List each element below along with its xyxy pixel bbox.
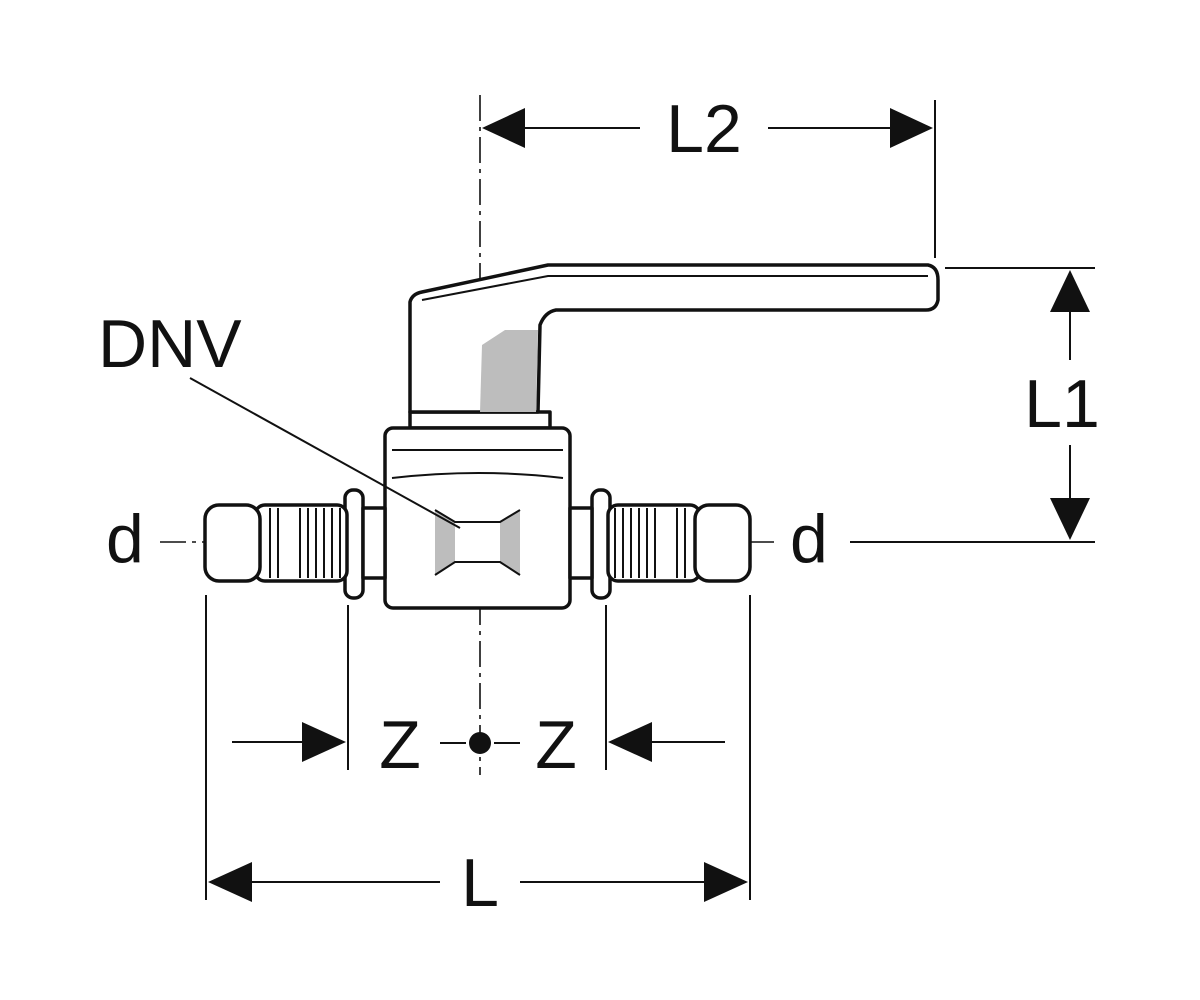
l2-arrow-right	[890, 108, 933, 148]
label-d-right: d	[790, 501, 828, 577]
l1-arrow-bottom	[1050, 498, 1090, 540]
housing-flat-face	[391, 472, 564, 479]
stem-collar	[408, 410, 552, 430]
handle-edge	[421, 275, 928, 301]
dimension-l1: L1	[850, 267, 1100, 543]
z-arrow-left	[302, 722, 346, 762]
l1-arrow-top	[1050, 270, 1090, 312]
label-l2: L2	[666, 91, 742, 167]
lower-extension-lines	[205, 595, 751, 900]
z-arrow-right	[608, 722, 652, 762]
handle-lever	[408, 263, 940, 414]
right-knurl	[614, 508, 686, 578]
dimension-l: L	[208, 845, 748, 921]
left-pipe-end	[203, 503, 262, 583]
center-point	[469, 732, 491, 754]
handle-shading	[480, 330, 538, 412]
dnv-callout: DNV	[98, 306, 461, 529]
l-arrow-left	[208, 862, 252, 902]
bore-shading-right	[500, 510, 520, 575]
right-connector	[568, 488, 752, 600]
valve-housing	[383, 426, 572, 610]
right-pipe-socket	[568, 506, 594, 580]
l2-arrow-left	[482, 108, 525, 148]
bore-shading-left	[435, 510, 455, 575]
handle-outline	[408, 263, 940, 414]
dimension-z: Z Z	[232, 707, 725, 783]
label-z-right: Z	[535, 707, 577, 783]
label-l: L	[461, 845, 499, 921]
label-d-left: d	[106, 501, 144, 577]
right-pipe-end	[693, 503, 752, 583]
dimension-l2: L2	[482, 91, 936, 258]
label-l1: L1	[1024, 366, 1100, 442]
label-dnv: DNV	[98, 306, 242, 382]
left-pipe-socket	[361, 506, 387, 580]
valve-body	[383, 410, 572, 610]
bore-outline	[434, 509, 521, 576]
left-knurl	[269, 508, 341, 578]
dnv-leader-line	[189, 377, 461, 529]
l-arrow-right	[704, 862, 748, 902]
label-z-left: Z	[379, 707, 421, 783]
left-connector	[203, 488, 387, 600]
